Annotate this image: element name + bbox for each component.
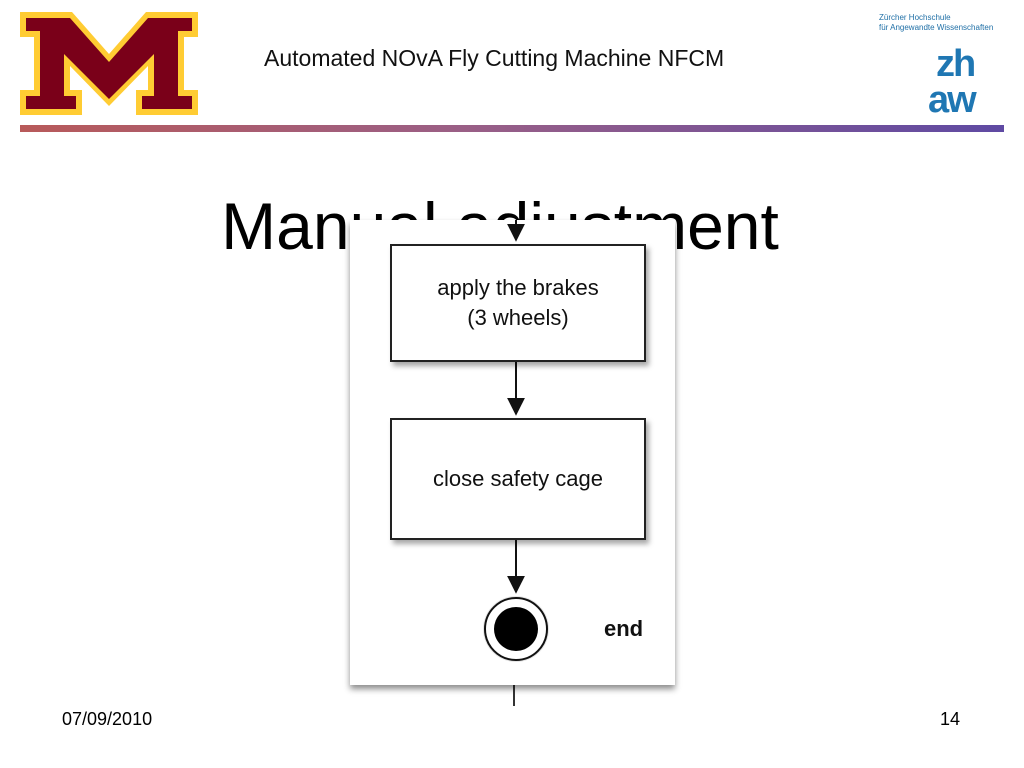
page-number: 14 xyxy=(940,709,961,729)
zhaw-logo-zh: zh xyxy=(936,43,976,85)
zhaw-org-line2: für Angewandte Wissenschaften xyxy=(879,23,994,32)
header-title: Automated NOvA Fly Cutting Machine NFCM xyxy=(264,45,725,71)
zhaw-org-name: Zürcher Hochschule für Angewandte Wissen… xyxy=(879,13,993,33)
step-apply-brakes-label: apply the brakes (3 wheels) xyxy=(437,275,599,330)
flowchart-image: apply the brakes (3 wheels) close safety… xyxy=(350,220,675,685)
university-m-logo xyxy=(20,12,198,115)
step-close-safety-cage-label: close safety cage xyxy=(433,466,603,491)
zhaw-logo-aw: aw xyxy=(928,79,977,121)
connector-stub xyxy=(513,684,515,706)
zhaw-org-line1: Zürcher Hochschule xyxy=(879,13,951,22)
step-apply-brakes: apply the brakes (3 wheels) xyxy=(390,244,646,362)
zhaw-logo: zh aw xyxy=(922,44,1002,120)
header-divider xyxy=(20,125,1004,132)
end-node-icon xyxy=(483,596,549,662)
step-close-safety-cage: close safety cage xyxy=(390,418,646,540)
footer-date: 07/09/2010 xyxy=(62,709,153,729)
end-label: end xyxy=(604,616,644,641)
flowchart-connectors xyxy=(483,220,549,662)
